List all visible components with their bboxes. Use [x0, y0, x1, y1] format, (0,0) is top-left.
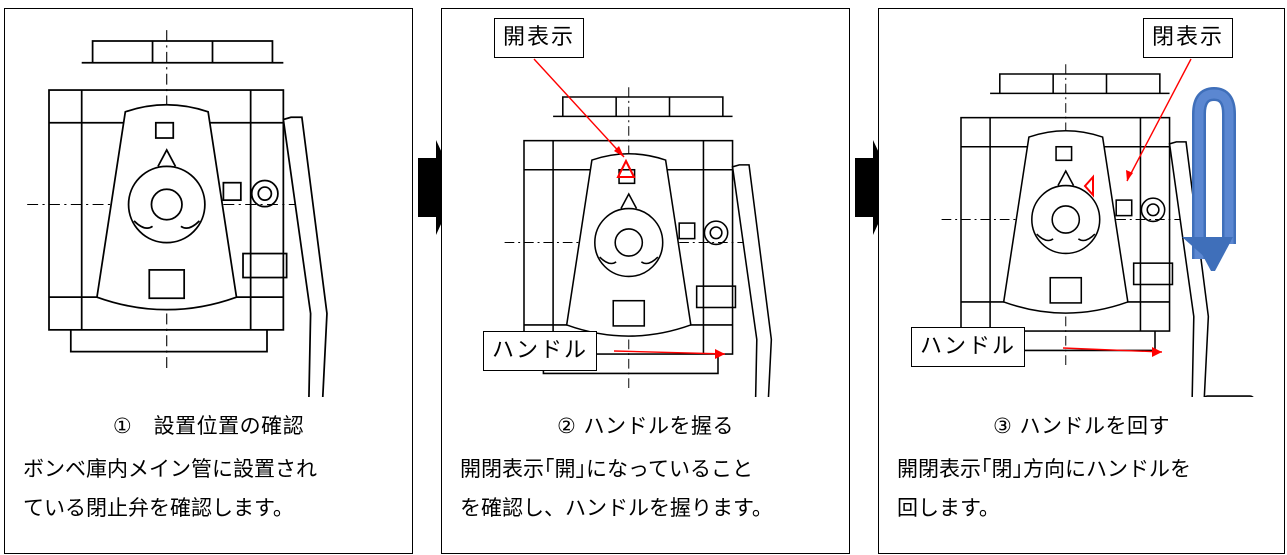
step-panel-2: 開表示 ハンドル ② ハンドルを握る 開閉表示｢開｣になっていること を確認し、…: [441, 8, 850, 554]
step-description: 開閉表示｢開｣になっていること を確認し、ハンドルを握ります。: [460, 457, 773, 520]
handle-callout-line: [613, 350, 726, 355]
valve-illustration-2: 開表示 ハンドル: [441, 8, 850, 399]
step-description: ボンベ庫内メイン管に設置され ている閉止弁を確認します。: [23, 457, 317, 520]
rotate-direction-icon: [1182, 86, 1236, 271]
step-title: ② ハンドルを握る: [556, 414, 734, 438]
step-panel-3: 閉表示 ハンドル ③ ハンドルを回す 開閉表示｢閉｣方向にハンドルを 回します。: [878, 8, 1285, 554]
indicator-callout-line: [533, 58, 625, 158]
step-title: ① 設置位置の確認: [112, 414, 305, 438]
step-description: 開閉表示｢閉｣方向にハンドルを 回します。: [897, 457, 1191, 520]
flow-arrow-icon: [418, 140, 458, 235]
step-text-3: ③ ハンドルを回す 開閉表示｢閉｣方向にハンドルを 回します。: [878, 398, 1285, 554]
valve-illustration-1: [4, 8, 413, 399]
valve-illustration-3: 閉表示 ハンドル: [878, 8, 1285, 399]
handle-callout-line: [1062, 347, 1163, 353]
step-text-1: ① 設置位置の確認 ボンベ庫内メイン管に設置され ている閉止弁を確認します。: [4, 398, 413, 554]
step-panel-1: ① 設置位置の確認 ボンベ庫内メイン管に設置され ている閉止弁を確認します。: [4, 8, 413, 554]
step-title: ③ ハンドルを回す: [992, 414, 1170, 438]
step-text-2: ② ハンドルを握る 開閉表示｢開｣になっていること を確認し、ハンドルを握ります…: [441, 398, 850, 554]
flow-arrow-icon: [855, 140, 895, 235]
open-indicator-label: 開表示: [494, 18, 585, 58]
indicator-callout-line: [1126, 58, 1192, 182]
handle-label: ハンドル: [911, 327, 1026, 367]
handle-label: ハンドル: [483, 331, 598, 371]
close-indicator-label: 閉表示: [1143, 18, 1234, 58]
